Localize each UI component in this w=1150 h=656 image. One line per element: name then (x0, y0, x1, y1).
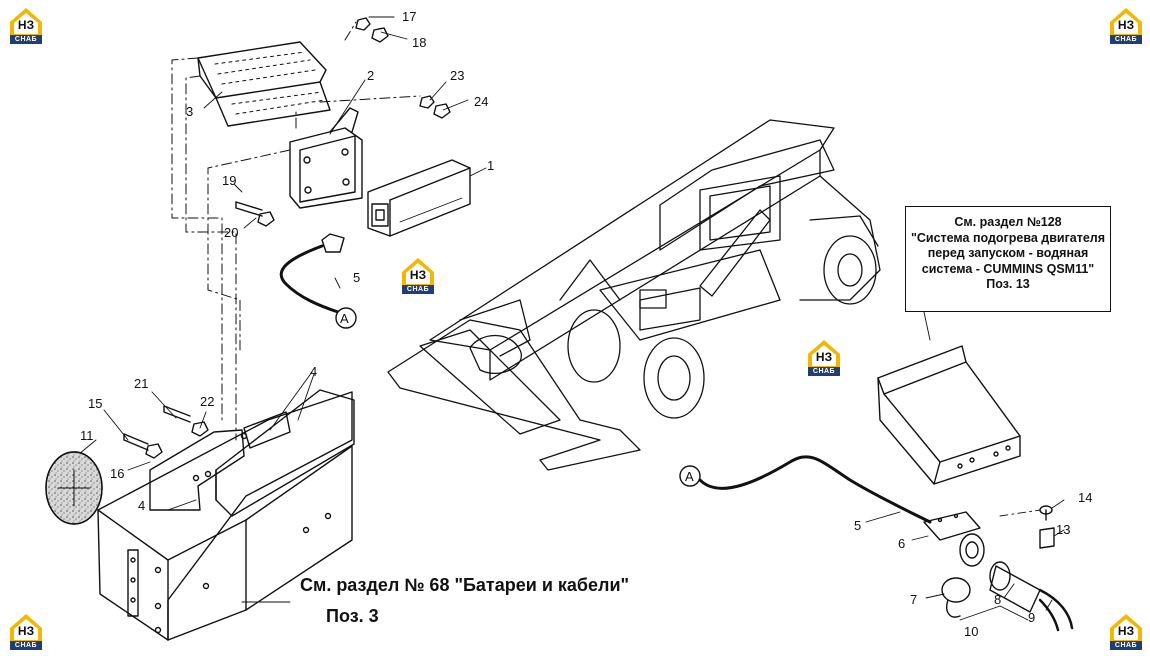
part-number: 8 (994, 592, 1001, 607)
brand-logo: НЗ СНАБ (398, 256, 438, 296)
part-number: 4 (138, 498, 145, 513)
reach-stacker (387, 119, 881, 471)
reference-box: См. раздел №128 "Система подогрева двига… (905, 206, 1111, 312)
heater-control-unit (367, 159, 471, 237)
round-cover (45, 451, 103, 525)
connector-assembly (923, 505, 1074, 632)
part-number: 10 (964, 624, 978, 639)
connector-label-right: A (685, 469, 694, 484)
cable-right (679, 455, 932, 524)
part-number: 23 (450, 68, 464, 83)
reference-line: Поз. 13 (986, 277, 1030, 291)
part-number: 4 (310, 364, 317, 379)
caption-section: См. раздел № 68 "Батареи и кабели" (300, 575, 630, 595)
house-icon (1110, 8, 1142, 36)
battery-box (97, 389, 355, 641)
brand-logo: НЗ СНАБ (804, 338, 844, 378)
part-number: 11 (80, 428, 94, 443)
part-number: 21 (134, 376, 148, 391)
part-number: 16 (110, 466, 124, 481)
part-number: 7 (910, 592, 917, 607)
reference-line: См. раздел №128 (954, 215, 1062, 229)
leader-lines-right (865, 499, 1065, 621)
house-icon (10, 614, 42, 642)
house-icon (808, 340, 840, 368)
part-number: 24 (474, 94, 488, 109)
nuts-and-bolts-top (235, 17, 451, 227)
caption-position: Поз. 3 (326, 606, 379, 626)
part-number: 3 (186, 104, 193, 119)
part-number: 15 (88, 396, 102, 411)
reference-line: "Система подогрева двигателя (910, 230, 1106, 245)
part-number: 1 (487, 158, 494, 173)
part-number: 18 (412, 35, 426, 50)
part-number: 17 (402, 9, 416, 24)
reference-line: перед запуском - водяная (927, 246, 1089, 260)
part-number: 6 (898, 536, 905, 551)
brand-logo: НЗ СНАБ (6, 612, 46, 652)
part-number: 22 (200, 394, 214, 409)
part-number: 13 (1056, 522, 1070, 537)
part-number: 19 (222, 173, 236, 188)
mounting-bracket (197, 41, 331, 127)
house-icon (10, 8, 42, 36)
brand-logo: НЗ СНАБ (1106, 612, 1146, 652)
part-number: 9 (1028, 610, 1035, 625)
mounting-plate (289, 107, 363, 209)
part-number: 14 (1078, 490, 1092, 505)
assembly-guides (171, 21, 421, 441)
part-number: 5 (854, 518, 861, 533)
reference-line: система - CUMMINS QSM11" (921, 261, 1095, 276)
brand-logo: НЗ СНАБ (1106, 6, 1146, 46)
bolts-lower-left (123, 405, 209, 459)
brand-logo: НЗ СНАБ (6, 6, 46, 46)
heater-bracket (877, 311, 1021, 485)
part-number: 2 (367, 68, 374, 83)
house-icon (402, 258, 434, 286)
part-number: 20 (224, 225, 238, 240)
part-number: 5 (353, 270, 360, 285)
leader-lines (61, 16, 487, 511)
house-icon (1110, 614, 1142, 642)
cable-top (279, 233, 357, 329)
connector-label-top: A (340, 311, 349, 326)
